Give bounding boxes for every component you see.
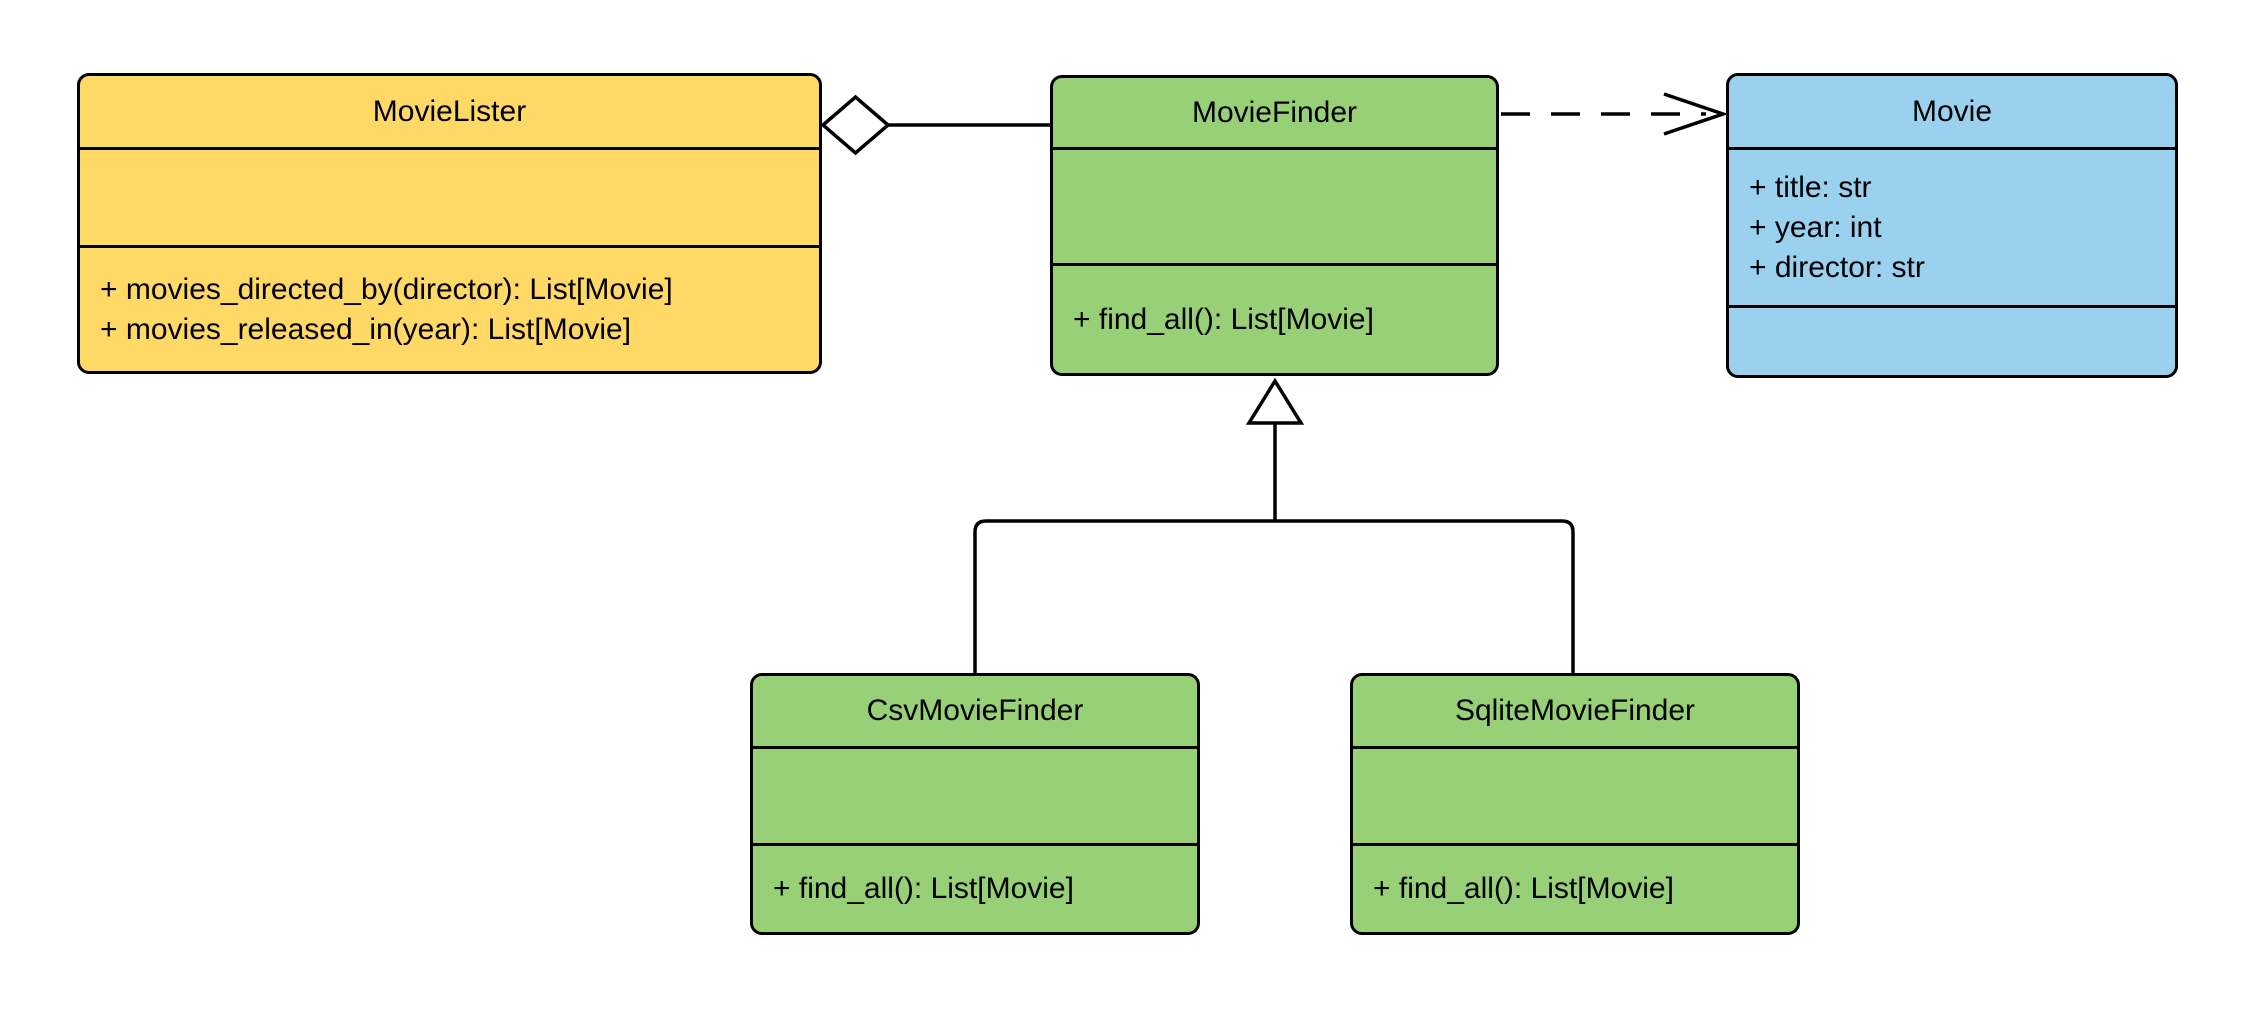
class-sqlitemoviefinder-attributes [1353, 746, 1797, 843]
class-csvmoviefinder-methods: + find_all(): List[Movie] [753, 843, 1197, 932]
method: + find_all(): List[Movie] [773, 872, 1074, 905]
method: + movies_released_in(year): List[Movie] [100, 312, 632, 346]
class-movielister-title: MovieLister [80, 76, 819, 147]
class-sqlitemoviefinder-methods: + find_all(): List[Movie] [1353, 843, 1797, 932]
class-movielister: MovieLister + movies_directed_by(directo… [77, 73, 822, 374]
class-name: CsvMovieFinder [866, 694, 1084, 727]
method: + find_all(): List[Movie] [1373, 872, 1674, 905]
method: + find_all(): List[Movie] [1073, 302, 1374, 336]
dependency-connector [1501, 92, 1729, 136]
class-movie-title: Movie [1729, 76, 2175, 147]
class-csvmoviefinder: CsvMovieFinder + find_all(): List[Movie] [750, 673, 1200, 935]
class-moviefinder-methods: + find_all(): List[Movie] [1053, 263, 1496, 373]
class-moviefinder-title: MovieFinder [1053, 78, 1496, 147]
attribute: + director: str [1749, 250, 1925, 284]
inheritance-connector [973, 377, 1575, 674]
class-moviefinder: MovieFinder + find_all(): List[Movie] [1050, 75, 1499, 376]
method: + movies_directed_by(director): List[Mov… [100, 272, 673, 306]
class-movie-attributes: + title: str + year: int + director: str [1729, 147, 2175, 305]
aggregation-diamond-icon [820, 94, 891, 156]
class-movie: Movie + title: str + year: int + directo… [1726, 73, 2178, 378]
class-csvmoviefinder-title: CsvMovieFinder [753, 676, 1197, 746]
class-csvmoviefinder-attributes [753, 746, 1197, 843]
aggregation-connector [820, 94, 1050, 156]
class-name: SqliteMovieFinder [1454, 694, 1696, 727]
class-name: MovieLister [372, 94, 527, 128]
inheritance-triangle-icon [1245, 377, 1305, 425]
class-sqlitemoviefinder-title: SqliteMovieFinder [1353, 676, 1797, 746]
class-name: MovieFinder [1191, 95, 1358, 129]
class-movie-methods [1729, 305, 2175, 375]
open-arrowhead-icon [1663, 92, 1729, 136]
attribute: + title: str [1749, 170, 1872, 204]
class-moviefinder-attributes [1053, 147, 1496, 263]
attribute: + year: int [1749, 210, 1882, 244]
class-movielister-attributes [80, 147, 819, 245]
class-sqlitemoviefinder: SqliteMovieFinder + find_all(): List[Mov… [1350, 673, 1800, 935]
class-movielister-methods: + movies_directed_by(director): List[Mov… [80, 245, 819, 371]
class-name: Movie [1911, 94, 1993, 128]
